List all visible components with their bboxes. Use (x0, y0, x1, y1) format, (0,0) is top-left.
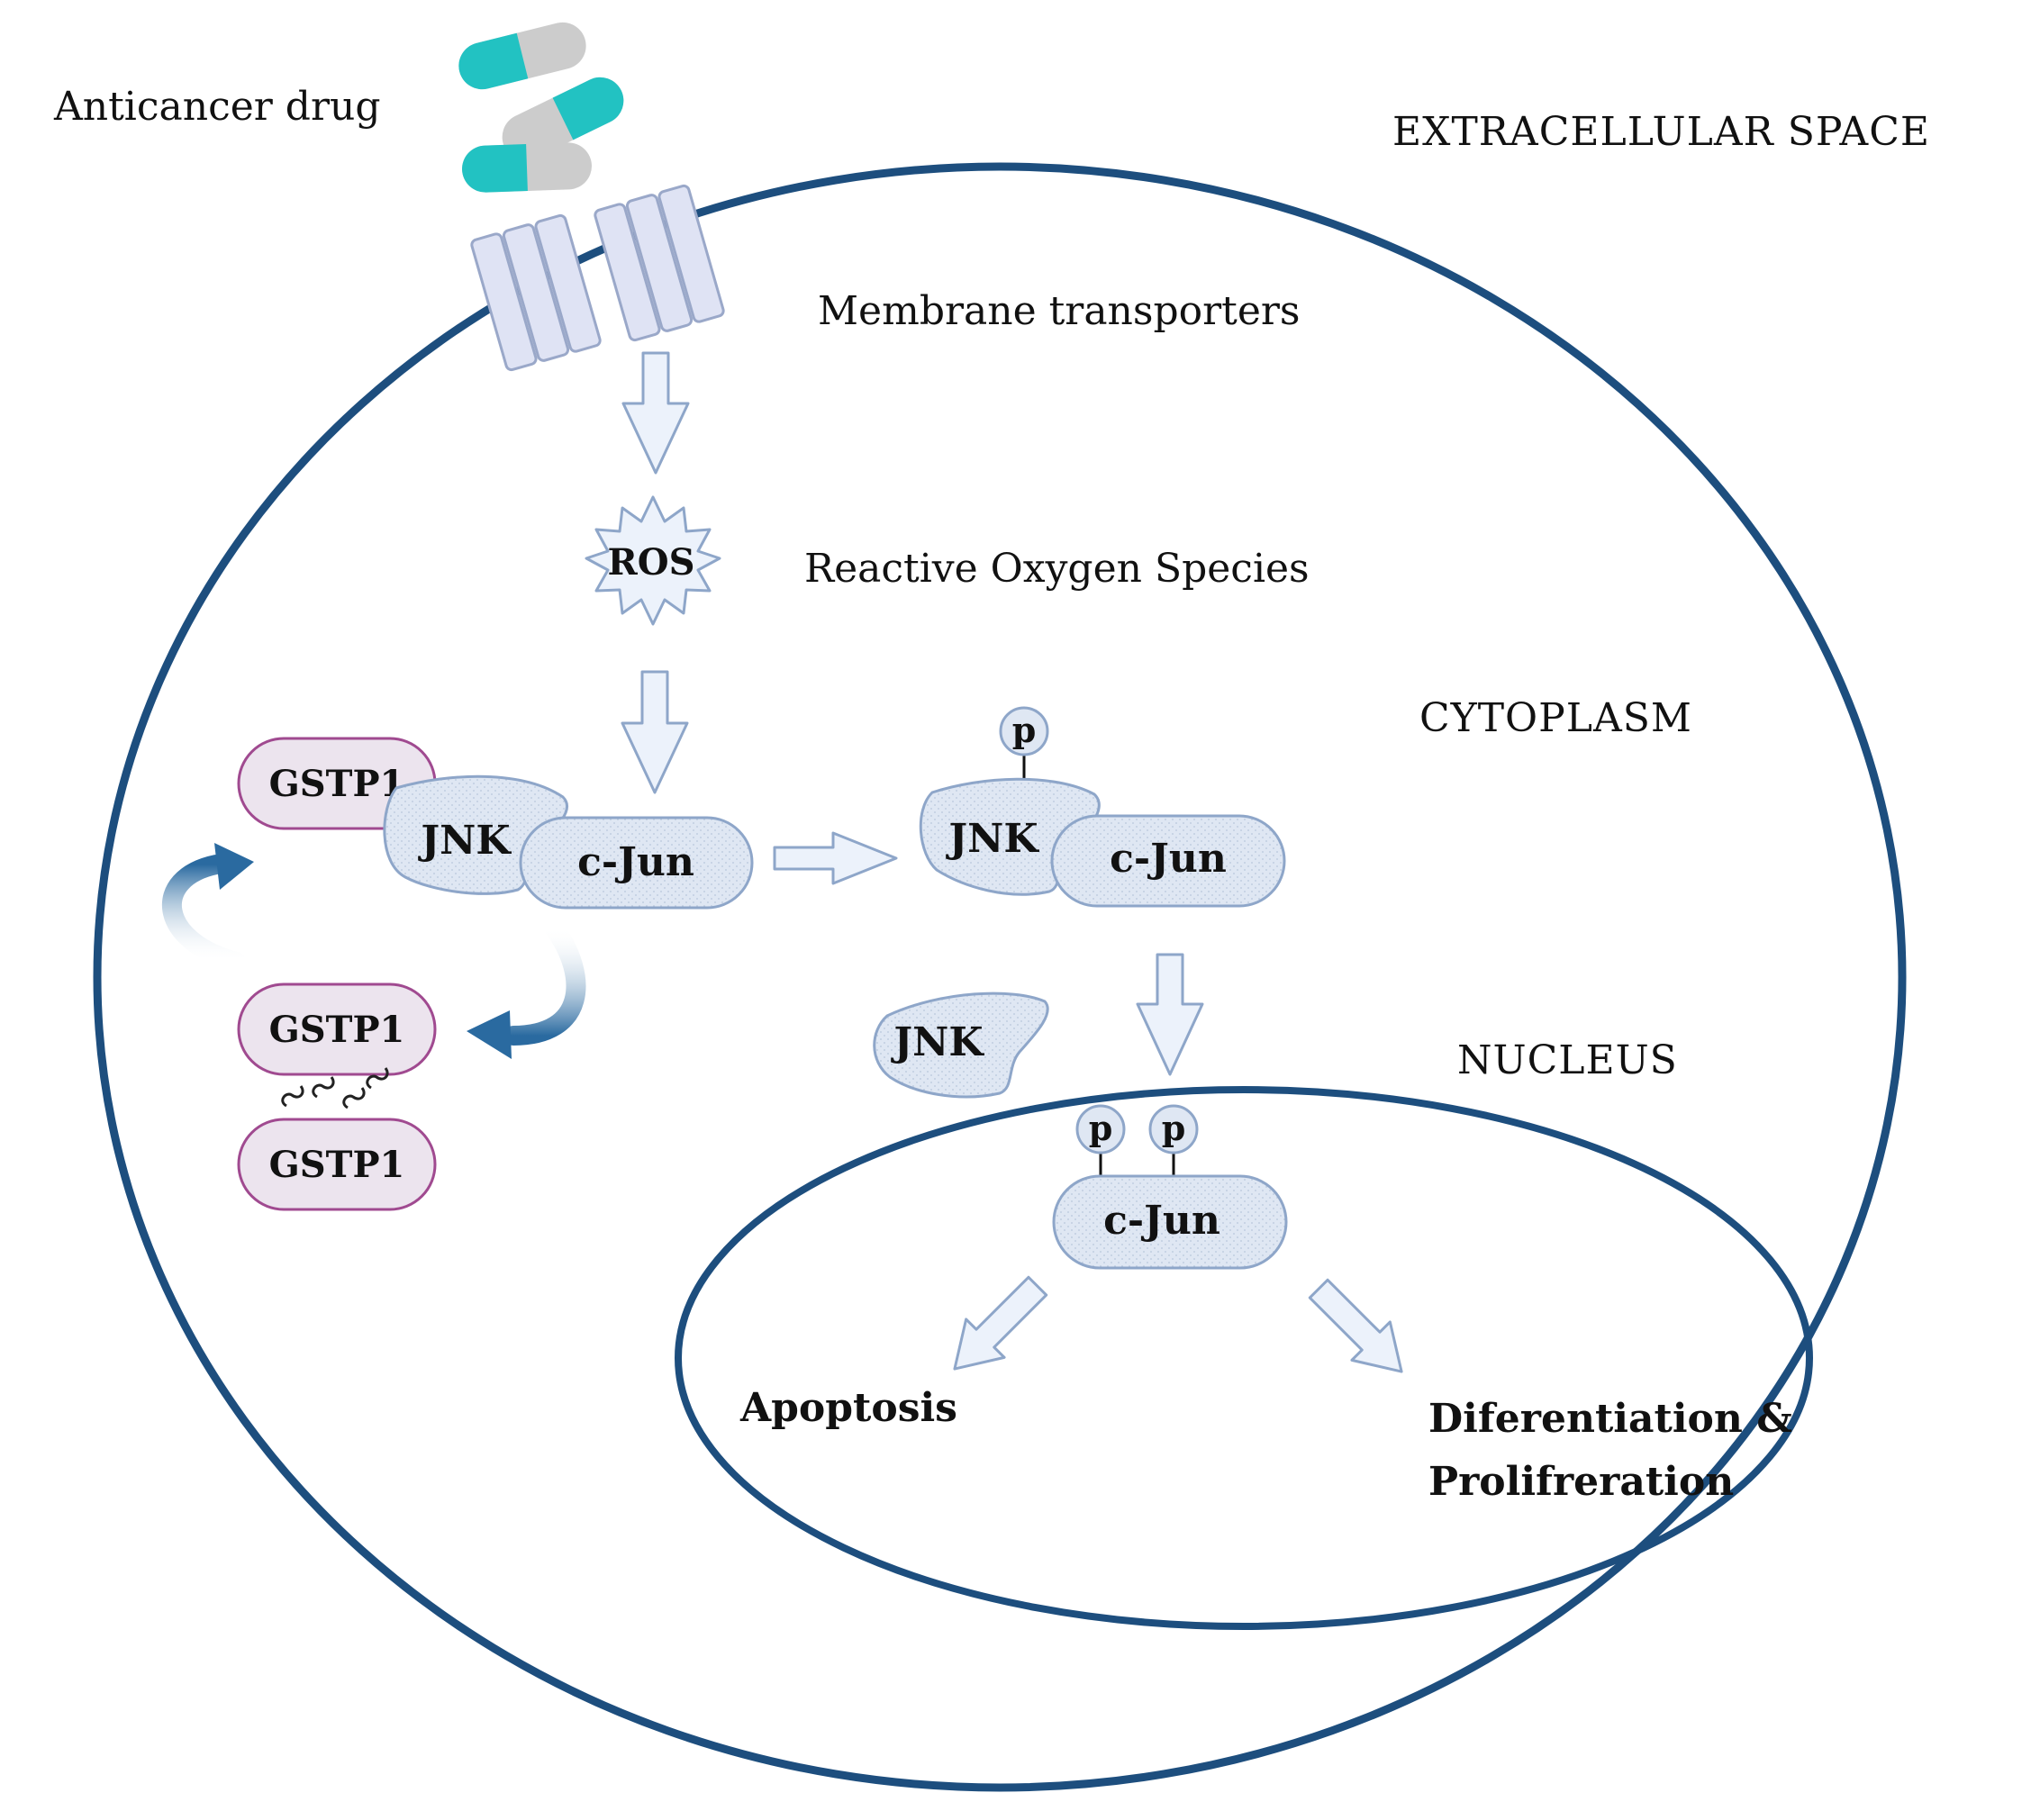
cjun-nuclear-label: c-Jun (1103, 1198, 1220, 1244)
starburst-icon (585, 495, 721, 626)
reactive-oxygen-species-label: Reactive Oxygen Species (804, 546, 1310, 592)
jnk-label: JNK (417, 818, 512, 864)
nucleus-membrane (675, 1086, 1813, 1630)
curved-arrow-down (503, 918, 586, 1046)
disulfide-bonds-icon (281, 1067, 389, 1109)
jnk-free-shape (873, 991, 1049, 1099)
membrane-transporters-label: Membrane transporters (818, 288, 1301, 334)
extracellular-space-label: EXTRACELLULAR SPACE (1392, 109, 1930, 155)
curved-arrow-up-head (214, 843, 254, 890)
arrow-to-differentiation (1308, 1278, 1403, 1373)
cell-membrane (93, 162, 1907, 1792)
transporter-icon (470, 213, 602, 372)
phospho-circle (1148, 1104, 1199, 1154)
cjun-box (519, 816, 754, 910)
capsule-icon (502, 77, 624, 161)
gstp1-dimer-bottom-box (237, 1118, 437, 1211)
apoptosis-label: Apoptosis (739, 1385, 957, 1431)
jnk-phospho-label: JNK (945, 816, 1039, 862)
phospho-label: p (1162, 1108, 1186, 1148)
gstp1-label: GSTP1 (269, 763, 405, 805)
gstp1-dimer-top-box (237, 982, 437, 1076)
cjun-nuclear-box (1052, 1174, 1288, 1270)
ros-label: ROS (608, 541, 695, 584)
phospho-label: p (1012, 710, 1037, 750)
arrow-to-phospho-jnk (773, 831, 898, 885)
arrow-into-nucleus (1136, 953, 1204, 1076)
phospho-label: p (1089, 1108, 1113, 1148)
anticancer-drug-label: Anticancer drug (53, 84, 380, 130)
differentiation-label-line2: Prolifreration (1428, 1459, 1734, 1505)
capsule-icon (458, 22, 586, 90)
cytoplasm-label: CYTOPLASM (1419, 695, 1692, 741)
transporter-icon (594, 184, 725, 342)
gstp1-dimer-bottom-label: GSTP1 (269, 1144, 405, 1186)
curved-arrow-down-head (467, 1010, 512, 1059)
curved-arrow-up (161, 855, 246, 972)
capsule-icon (462, 142, 592, 193)
arrow-to-ros (621, 351, 690, 475)
phospho-circle (999, 706, 1049, 756)
arrow-ros-to-complex (621, 670, 689, 794)
nucleus-label: NUCLEUS (1457, 1037, 1678, 1083)
differentiation-label-line1: Diferentiation & (1428, 1396, 1792, 1442)
cjun-right-label: c-Jun (1110, 836, 1227, 882)
gstp1-dimer-top-label: GSTP1 (269, 1009, 405, 1051)
arrow-to-apoptosis (953, 1275, 1048, 1371)
jnk-free-label: JNK (890, 1019, 984, 1065)
cjun-label: c-Jun (577, 839, 694, 885)
cjun-right-box (1050, 814, 1286, 908)
phospho-circle (1075, 1104, 1126, 1154)
